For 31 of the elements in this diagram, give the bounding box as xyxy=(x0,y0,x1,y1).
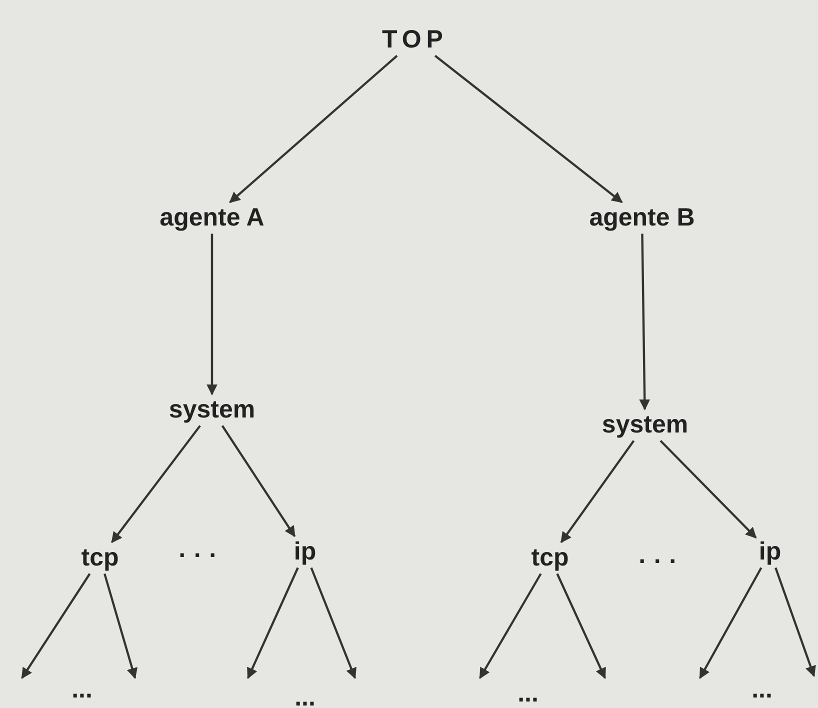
arrow xyxy=(247,567,299,679)
node-label: agente B xyxy=(586,202,698,234)
node-label: TOP xyxy=(379,24,451,56)
arrow xyxy=(699,567,762,679)
arrow xyxy=(660,440,757,538)
ellipsis-label: ... xyxy=(294,682,316,708)
arrow xyxy=(434,54,623,204)
ellipsis-label: ... xyxy=(750,674,774,706)
node-label: system xyxy=(166,394,258,426)
arrow xyxy=(310,567,356,680)
ellipsis-label: ... xyxy=(516,678,540,708)
arrow xyxy=(639,234,650,410)
arrow xyxy=(21,573,91,679)
arrow xyxy=(479,573,542,679)
ellipsis-label: ... xyxy=(70,674,94,706)
node-label: ip xyxy=(290,536,320,568)
arrow xyxy=(221,425,296,538)
arrow xyxy=(111,425,201,544)
arrow xyxy=(229,54,398,204)
arrow xyxy=(556,573,606,679)
node-label: agente A xyxy=(156,202,268,234)
arrow xyxy=(104,573,138,680)
ellipsis-label: · · · xyxy=(178,540,218,572)
node-label: tcp xyxy=(528,542,572,574)
node-label: tcp xyxy=(78,542,122,574)
ellipsis-label: · · · xyxy=(638,546,678,578)
arrow xyxy=(774,567,816,678)
node-label: ip xyxy=(756,536,784,568)
arrow xyxy=(560,440,635,544)
arrow xyxy=(206,234,218,396)
node-label: system xyxy=(598,409,692,441)
